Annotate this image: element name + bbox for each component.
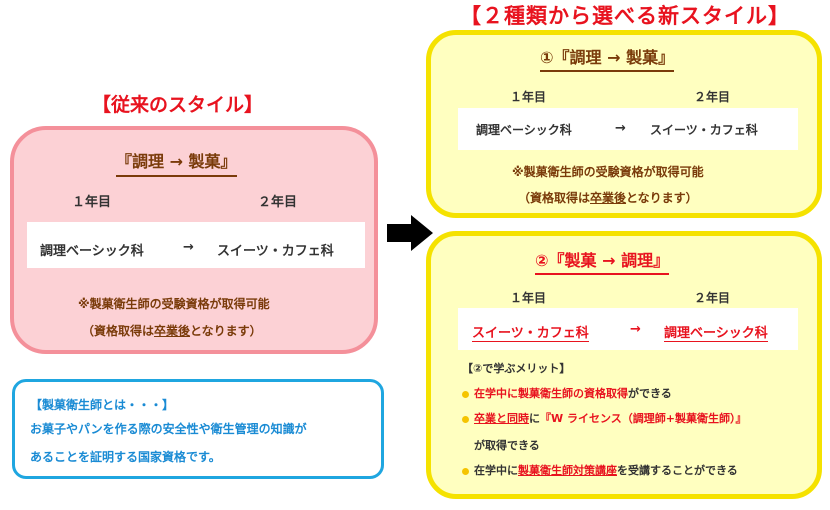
style1-course-arrow: → <box>615 121 626 136</box>
style2-course1: スイーツ・カフェ科 <box>472 322 589 342</box>
old-style-title: 【従来のスタイル】 <box>92 94 264 116</box>
info-title: 【製菓衛生師とは・・・】 <box>30 398 175 412</box>
style1-note-underlined: 卒業後 <box>590 191 627 205</box>
new-style-title: 【２種類から選べる新スタイル】 <box>460 4 790 28</box>
style1-course-strip <box>458 108 798 150</box>
new-style2-panel <box>426 231 822 499</box>
info-line2: あることを証明する国家資格です。 <box>30 450 221 464</box>
info-panel <box>12 379 384 479</box>
style2-course-arrow: → <box>630 322 641 337</box>
old-course1: 調理ベーシック科 <box>40 244 144 259</box>
merit-item-3: 在学中に製菓衛生師対策講座を受講することができる <box>462 462 738 478</box>
style1-course2: スイーツ・カフェ科 <box>650 123 758 137</box>
style1-course1: 調理ベーシック科 <box>476 123 572 137</box>
merit-item-2: 卒業と同時に『W ライセンス（調理師+製菓衛生師）』 <box>462 410 746 426</box>
style2-merit-title: 【②で学ぶメリット】 <box>462 362 571 375</box>
old-course-arrow: → <box>183 240 194 255</box>
style1-year2-label: ２年目 <box>694 90 731 104</box>
yellow-dot-icon <box>462 390 469 398</box>
old-course-strip <box>27 222 365 268</box>
style2-year2-label: ２年目 <box>694 291 731 305</box>
right-arrow-icon <box>387 215 433 255</box>
style1-year1-label: １年目 <box>510 90 547 104</box>
merit-item-2-cont: が取得できる <box>474 439 540 452</box>
old-note-underlined: 卒業後 <box>154 324 191 338</box>
old-year2-label: ２年目 <box>258 195 298 210</box>
style1-heading: ①『調理 → 製菓』 <box>540 44 675 72</box>
style2-year1-label: １年目 <box>510 291 547 305</box>
old-course2: スイーツ・カフェ科 <box>217 244 334 259</box>
style2-heading: ②『製菓 → 調理』 <box>535 247 670 275</box>
style2-course-strip <box>458 308 798 350</box>
yellow-dot-icon <box>462 467 469 475</box>
old-note-timing: （資格取得は卒業後となります） <box>82 324 262 338</box>
merit-item-1: 在学中に製菓衛生師の資格取得ができる <box>462 385 672 401</box>
old-note-qualification: ※製菓衛生師の受験資格が取得可能 <box>78 297 270 311</box>
style2-course2: 調理ベーシック科 <box>664 322 768 342</box>
yellow-dot-icon <box>462 415 469 423</box>
old-year1-label: １年目 <box>72 195 112 210</box>
style1-note-qualification: ※製菓衛生師の受験資格が取得可能 <box>512 165 704 179</box>
info-line1: お菓子やパンを作る際の安全性や衛生管理の知識が <box>30 422 307 436</box>
style1-note-timing: （資格取得は卒業後となります） <box>518 191 698 205</box>
old-style-heading: 『調理 → 製菓』 <box>116 148 237 177</box>
